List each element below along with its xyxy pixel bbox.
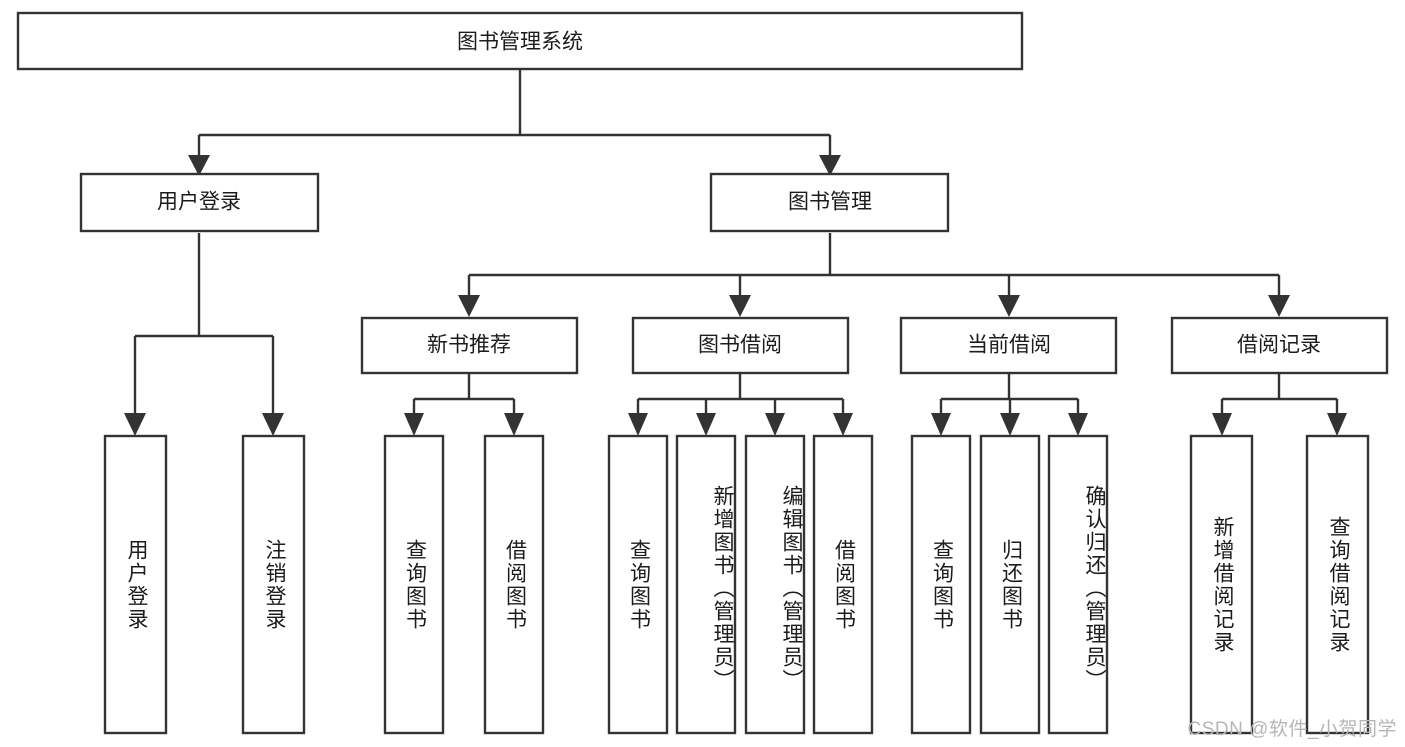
arrowhead-icon	[124, 413, 146, 436]
arrowhead-icon	[931, 413, 951, 436]
arrowhead-icon	[696, 413, 716, 436]
node-root-box[interactable]	[16, 11, 1024, 71]
node-book-manage-label: 图书管理	[788, 191, 872, 214]
node-book-manage-box[interactable]	[709, 172, 950, 233]
node-new-book-recommend-box[interactable]	[360, 316, 579, 375]
leaf-query-book-3-box[interactable]	[910, 434, 972, 735]
arrowhead-icon	[819, 155, 841, 176]
arrowhead-group	[124, 155, 1347, 436]
leaf-add-book-box[interactable]	[675, 434, 737, 735]
node-root-label: 图书管理系统	[457, 31, 583, 54]
leaf-add-record-box[interactable]	[1189, 434, 1254, 735]
node-borrow-record-label: 借阅记录	[1237, 334, 1321, 357]
arrowhead-icon	[1068, 413, 1088, 436]
leaf-query-record-box[interactable]	[1305, 434, 1370, 735]
arrowhead-icon	[998, 295, 1020, 317]
arrowhead-icon	[262, 413, 284, 436]
arrowhead-icon	[833, 413, 853, 436]
arrowhead-icon	[404, 413, 424, 436]
arrowhead-icon	[729, 295, 751, 317]
arrowhead-icon	[765, 413, 785, 436]
arrowhead-icon	[1000, 413, 1020, 436]
leaf-edit-book-box[interactable]	[744, 434, 806, 735]
arrowhead-icon	[1327, 413, 1347, 436]
arrowhead-icon	[504, 413, 524, 436]
node-user-login-box[interactable]	[79, 172, 320, 233]
node-current-borrow-label: 当前借阅	[967, 334, 1051, 357]
node-root[interactable]: 图书管理系统	[16, 11, 1024, 71]
leaf-confirm-return-box[interactable]	[1047, 434, 1109, 735]
watermark-text: CSDN @软件_小贺同学	[1187, 719, 1397, 740]
leaf-return-book-box[interactable]	[979, 434, 1041, 735]
leaf-box-group	[103, 434, 1370, 735]
node-user-login-label: 用户登录	[157, 191, 241, 214]
leaf-borrow-book-1-box[interactable]	[483, 434, 545, 735]
node-current-borrow-box[interactable]	[899, 316, 1118, 375]
leaf-user-login-box[interactable]	[103, 434, 168, 735]
leaf-logout-login-box[interactable]	[241, 434, 306, 735]
node-current-borrow[interactable]: 当前借阅	[899, 316, 1118, 375]
arrowhead-icon	[1212, 413, 1232, 436]
node-new-book-recommend-label: 新书推荐	[427, 334, 511, 357]
node-new-book-recommend[interactable]: 新书推荐	[360, 316, 579, 375]
node-book-manage[interactable]: 图书管理	[709, 172, 950, 233]
node-book-borrow[interactable]: 图书借阅	[631, 316, 850, 375]
leaf-borrow-book-2-box[interactable]	[812, 434, 874, 735]
node-borrow-record[interactable]: 借阅记录	[1170, 316, 1389, 375]
arrowhead-icon	[1268, 295, 1290, 317]
node-user-login[interactable]: 用户登录	[79, 172, 320, 233]
arrowhead-icon	[188, 155, 210, 176]
node-borrow-record-box[interactable]	[1170, 316, 1389, 375]
leaf-query-book-1-box[interactable]	[383, 434, 445, 735]
arrowhead-icon	[458, 295, 480, 317]
node-book-borrow-box[interactable]	[631, 316, 850, 375]
leaf-query-book-2-box[interactable]	[607, 434, 669, 735]
node-book-borrow-label: 图书借阅	[698, 334, 782, 357]
arrowhead-icon	[628, 413, 648, 436]
